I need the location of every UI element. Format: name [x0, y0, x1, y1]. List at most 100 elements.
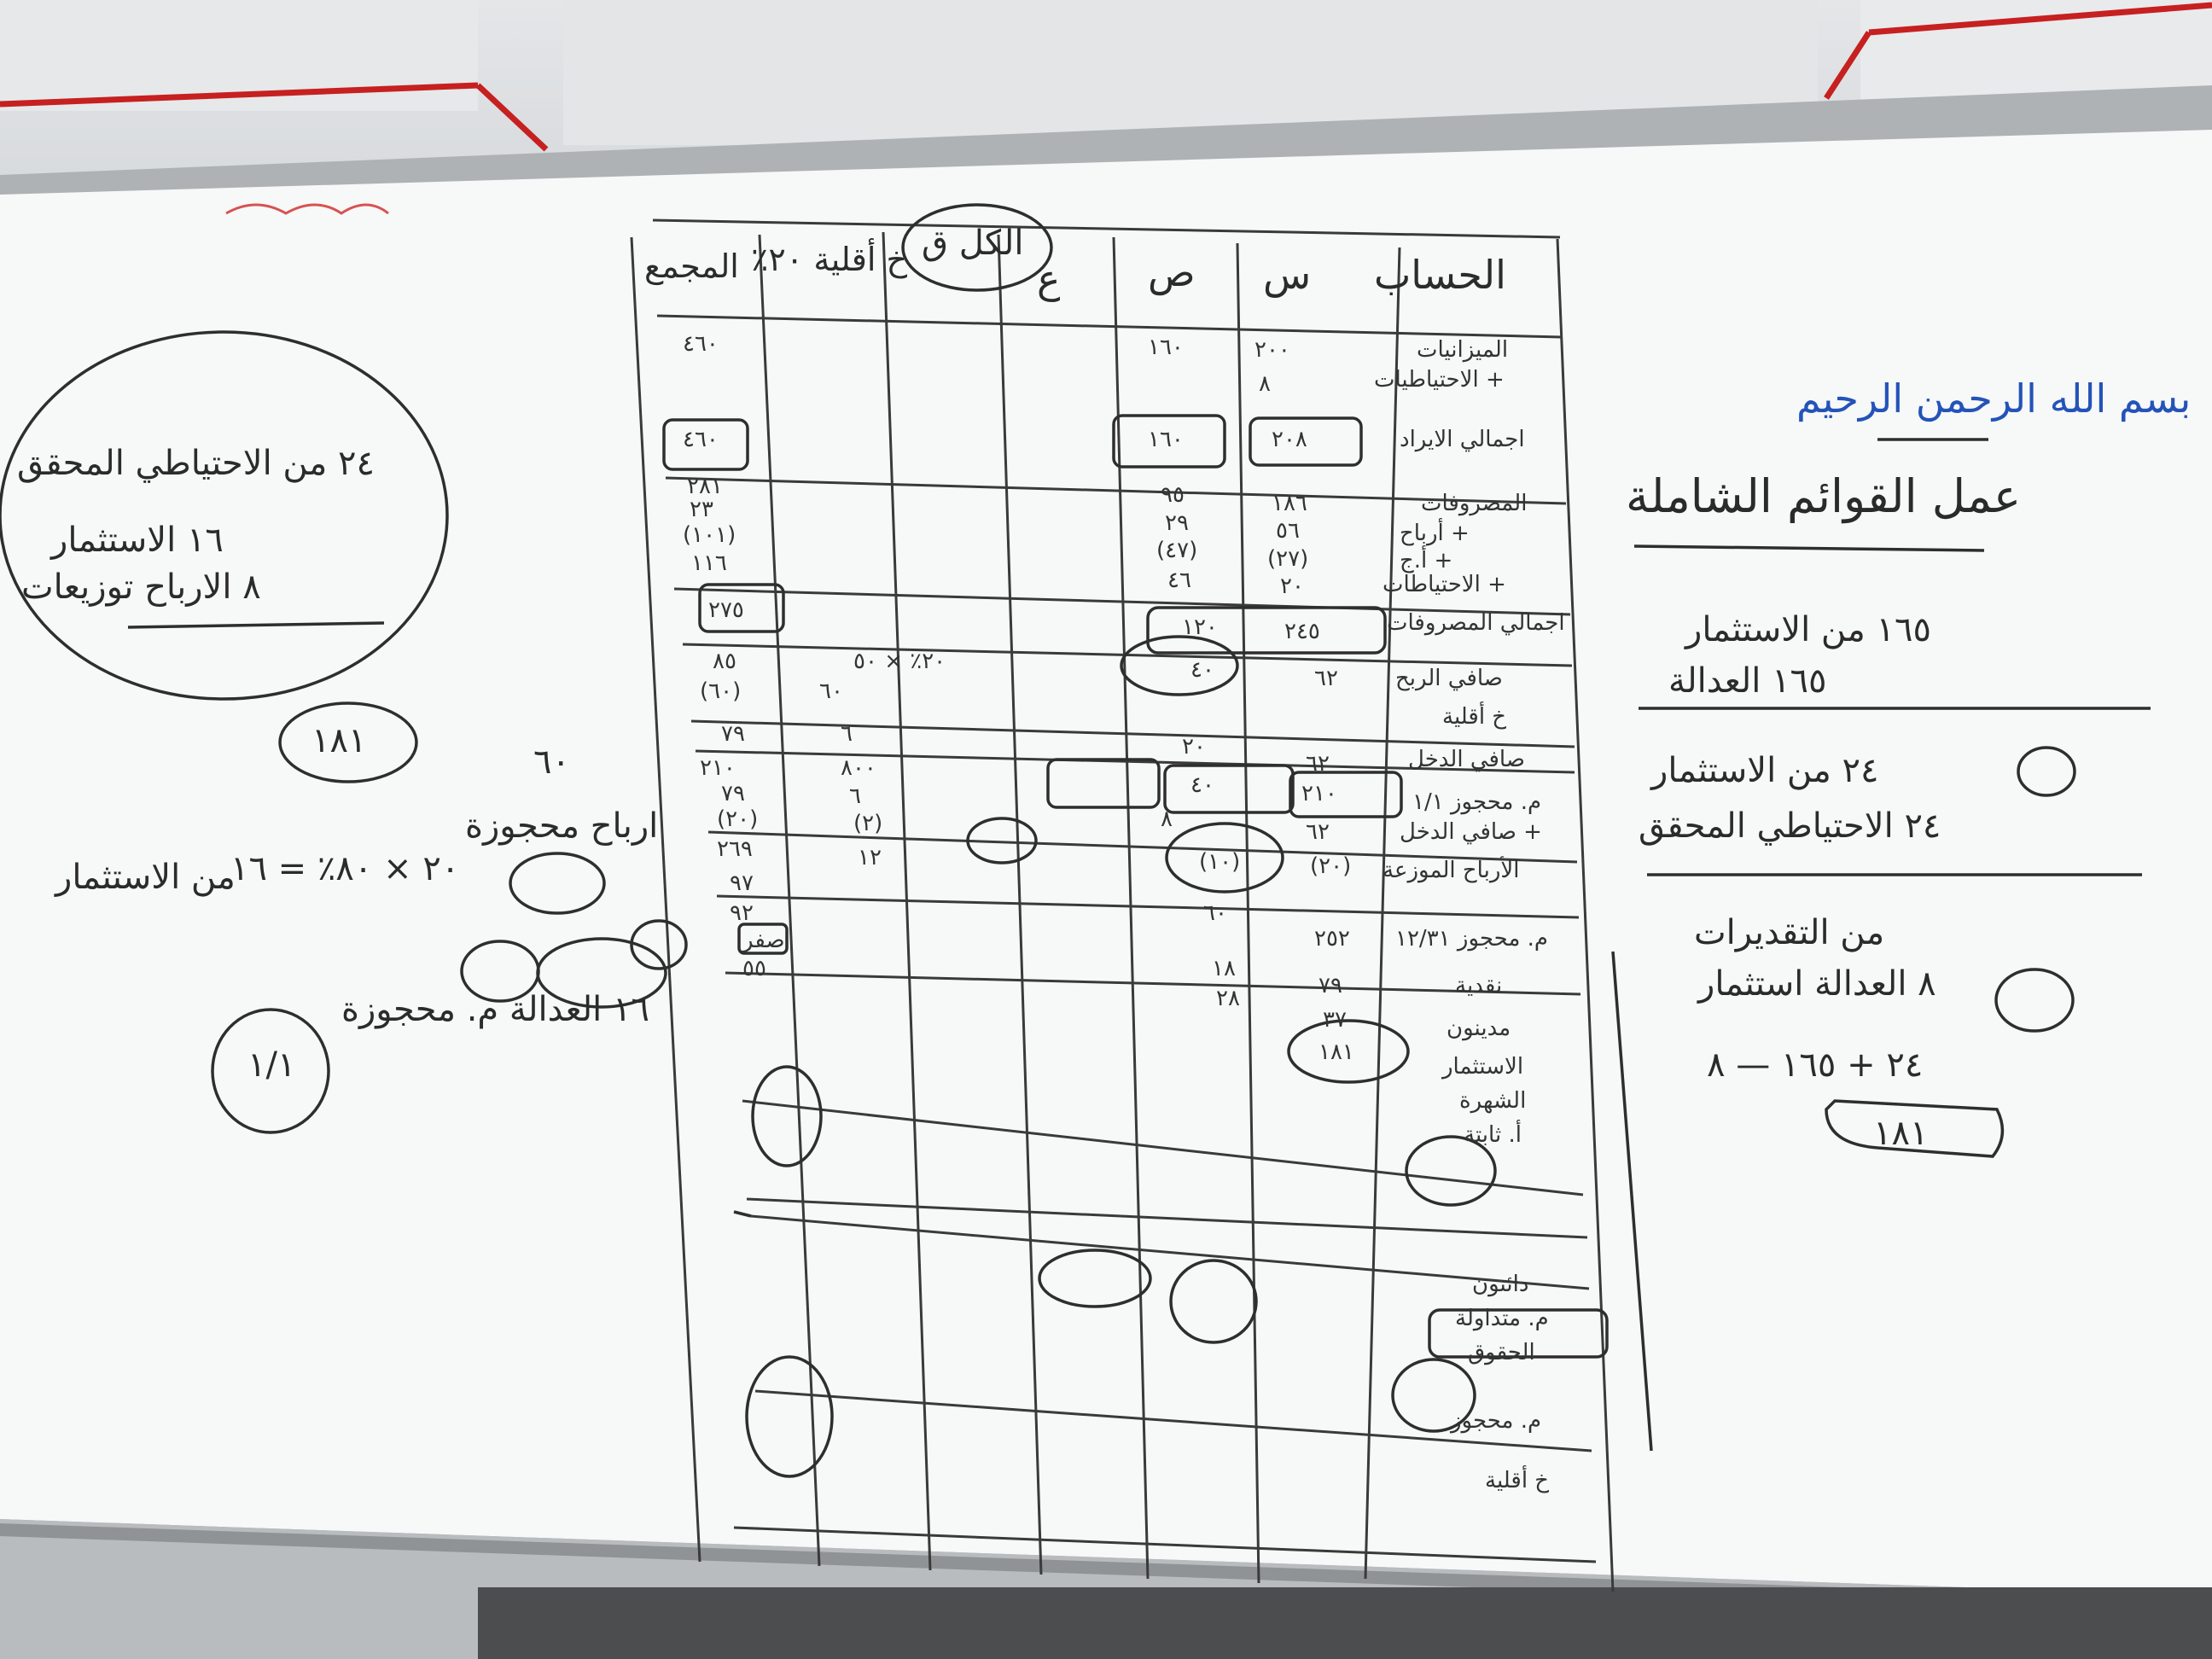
cell-s: ١٨١ [1318, 1039, 1354, 1065]
cell-minority: ٨٠٠ [841, 755, 876, 781]
cell-s: ٢٥٢ [1314, 926, 1350, 952]
left-note: ٦٠ [533, 742, 570, 782]
cell-p: ١٨ [1212, 956, 1236, 981]
row-label: + أرباح [1400, 521, 1470, 546]
cell-total: ٤٦٠ [683, 427, 719, 452]
cell-s: ٢٤٥ [1284, 619, 1320, 644]
cell-total: ٢١٠ [700, 755, 736, 781]
cell-total: ٢٨١ [687, 474, 723, 499]
cell-s: ٢٠٠ [1254, 337, 1290, 363]
right-note: ١٨١ [1873, 1114, 1929, 1153]
header-p: ص [1148, 249, 1196, 295]
cell-s: (٢٧) [1267, 546, 1309, 572]
cell-total: (٦٠) [700, 678, 742, 704]
cell-total: (٢٠) [717, 806, 759, 832]
right-note: ١٦٥ العدالة [1668, 661, 1827, 701]
cell-p: ٤٦ [1167, 568, 1191, 593]
row-label: خ أقلية [1485, 1468, 1550, 1493]
row-label: الاستثمار [1442, 1054, 1524, 1080]
left-note: ١٦ الاستثمار [51, 521, 224, 560]
row-label: صافي الدخل [1408, 747, 1525, 772]
row-label: + أ.ج [1400, 548, 1453, 573]
left-note: من الاستثمار [55, 858, 236, 897]
subtitle: عمل القوائم الشاملة [1626, 469, 2022, 523]
right-note: ٢٤ + ١٦٥ — ٨ [1707, 1045, 1924, 1085]
cell-total: ٩٧ [730, 870, 754, 896]
left-note: ٢٠ × ٨٠٪ = ١٦ [230, 849, 460, 888]
cell-s: ٢١٠ [1301, 781, 1337, 806]
row-label: مدينون [1447, 1016, 1511, 1041]
cell-s: ٧٩ [1318, 973, 1342, 998]
cell-p: ٨ [1161, 806, 1173, 832]
cell-p: ٢٩ [1165, 510, 1189, 536]
cell-p: ٤٠ [1190, 657, 1214, 683]
row-label: الحقوق [1468, 1340, 1535, 1365]
cell-s: ٨ [1259, 371, 1271, 397]
row-label: م. محجوز [1451, 1408, 1542, 1434]
header-total-q: الكل ق [922, 224, 1024, 263]
right-note: ٨ العدالة استثمار [1698, 964, 1936, 1004]
right-note: ٢٤ من الاستثمار [1651, 751, 1879, 790]
cell-s: ٦٢ [1306, 751, 1330, 777]
cell-minority: ٦ [841, 721, 853, 747]
cell-p: ٩٥ [1161, 482, 1185, 508]
cell-total: ٢٦٩ [717, 836, 753, 862]
row-label: أ. ثابتة [1464, 1122, 1522, 1148]
left-note: ٢٤ من الاحتياطي المحقق [17, 444, 375, 483]
row-label: دائنون [1472, 1272, 1529, 1297]
header-a: ع [1037, 256, 1061, 302]
row-label: الأرباح الموزعة [1382, 858, 1520, 883]
cell-p: ٤٠ [1190, 772, 1214, 798]
cell-s: ٦٢ [1306, 819, 1330, 845]
row-label: الشهرة [1459, 1088, 1527, 1114]
row-label: صافي الربح [1395, 666, 1503, 691]
right-note: ٢٤ الاحتياطي المحقق [1639, 806, 1941, 846]
row-label: اجمالي الايراد [1400, 427, 1525, 452]
row-label: + الاحتياطيات [1374, 367, 1505, 393]
cell-s: ٢٠ [1280, 573, 1304, 599]
left-note: ١/١ [247, 1045, 296, 1085]
cell-p: ٦٠ [1203, 900, 1227, 926]
cell-p: (١٠) [1199, 849, 1241, 875]
cell-minority: ١٢ [858, 845, 882, 870]
row-label: + صافي الدخل [1400, 819, 1542, 845]
cell-total: ٨٥ [713, 649, 736, 674]
cell-total: ٩٢ [730, 900, 754, 926]
cell-total: ٤٦٠ [683, 331, 719, 357]
row-label: + الاحتياطات [1382, 572, 1506, 597]
cell-minority: (٢) [853, 811, 883, 836]
row-label: المصروفات [1421, 491, 1528, 516]
cell-p: ١٢٠ [1182, 614, 1218, 640]
row-label: م. محجوز ١٢/٣١ [1395, 926, 1548, 952]
cell-p: ١٦٠ [1148, 427, 1184, 452]
cell-p: ٢٠ [1182, 734, 1206, 760]
cell-minority: ٦٠ [819, 678, 843, 704]
right-note: ١٦٥ من الاستثمار [1685, 610, 1931, 649]
cell-total: (١٠١) [683, 522, 736, 548]
right-note: من التقديرات [1694, 913, 1885, 952]
cell-total: صفر [742, 928, 785, 953]
cell-total: ٥٥ [742, 956, 766, 981]
row-label: م. محجوز ١/١ [1412, 789, 1542, 815]
header-s: س [1263, 252, 1312, 298]
header-consolidated: المجمع [644, 247, 739, 285]
cell-p: ١٦٠ [1148, 335, 1184, 360]
cell-s: ١٨٦ [1272, 491, 1307, 516]
cell-total: ١١٦ [691, 550, 727, 576]
cell-total: ٧٩ [721, 721, 745, 747]
left-note: ارباح محجوزة [465, 806, 659, 846]
cell-p: ٢٨ [1216, 986, 1240, 1011]
cell-s: ٦٢ [1314, 666, 1338, 691]
cell-minority: ٦ [849, 783, 861, 809]
left-note: ١٨١ [311, 721, 367, 760]
left-note: ١٦ العدالة م. محجوزة [341, 990, 649, 1029]
cell-p: (٤٧) [1156, 538, 1198, 563]
cell-total: ٧٩ [721, 781, 745, 806]
header-account: الحساب [1374, 252, 1506, 298]
row-label: الميزانيات [1417, 337, 1509, 363]
blue-heading: بسم الله الرحمن الرحيم [1796, 375, 2192, 422]
cell-total: ٢٧٥ [708, 597, 744, 623]
row-label: نقدية [1455, 973, 1503, 998]
cell-s: ٣٧ [1323, 1007, 1347, 1033]
